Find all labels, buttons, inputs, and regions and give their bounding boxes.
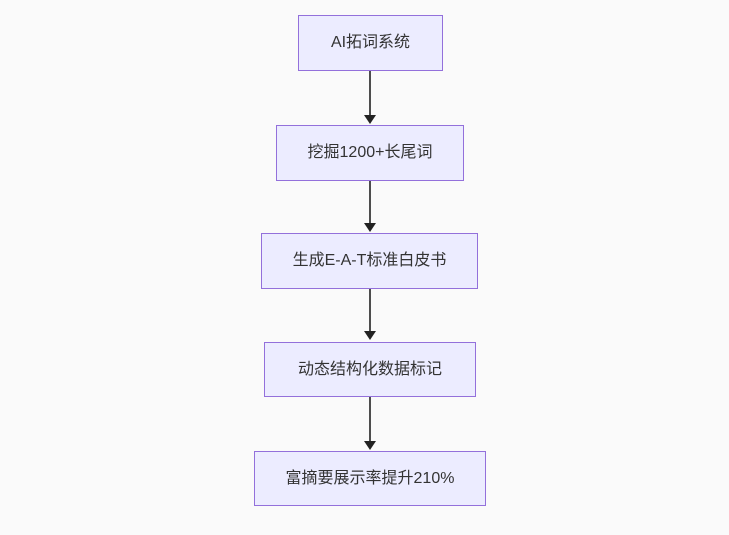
flowchart-edge-line bbox=[369, 71, 371, 117]
arrowhead-down-icon bbox=[364, 115, 376, 124]
flowchart-node-longtail-mining: 挖掘1200+长尾词 bbox=[276, 125, 464, 181]
arrowhead-down-icon bbox=[364, 441, 376, 450]
node-label: 生成E-A-T标准白皮书 bbox=[292, 252, 447, 270]
arrowhead-down-icon bbox=[364, 223, 376, 232]
flowchart-edge-line bbox=[369, 397, 371, 442]
node-label: AI拓词系统 bbox=[330, 34, 411, 52]
node-label: 富摘要展示率提升210% bbox=[285, 469, 455, 487]
flowchart-node-rich-snippet-result: 富摘要展示率提升210% bbox=[254, 451, 486, 506]
flowchart-edge-line bbox=[369, 181, 371, 225]
node-label: 挖掘1200+长尾词 bbox=[307, 144, 433, 162]
flowchart-node-structured-data-markup: 动态结构化数据标记 bbox=[264, 342, 476, 397]
flowchart-node-eat-whitepaper: 生成E-A-T标准白皮书 bbox=[261, 233, 478, 289]
flowchart-node-ai-word-expansion: AI拓词系统 bbox=[298, 15, 443, 71]
node-label: 动态结构化数据标记 bbox=[297, 360, 442, 378]
flowchart-edge-line bbox=[369, 289, 371, 333]
arrowhead-down-icon bbox=[364, 331, 376, 340]
